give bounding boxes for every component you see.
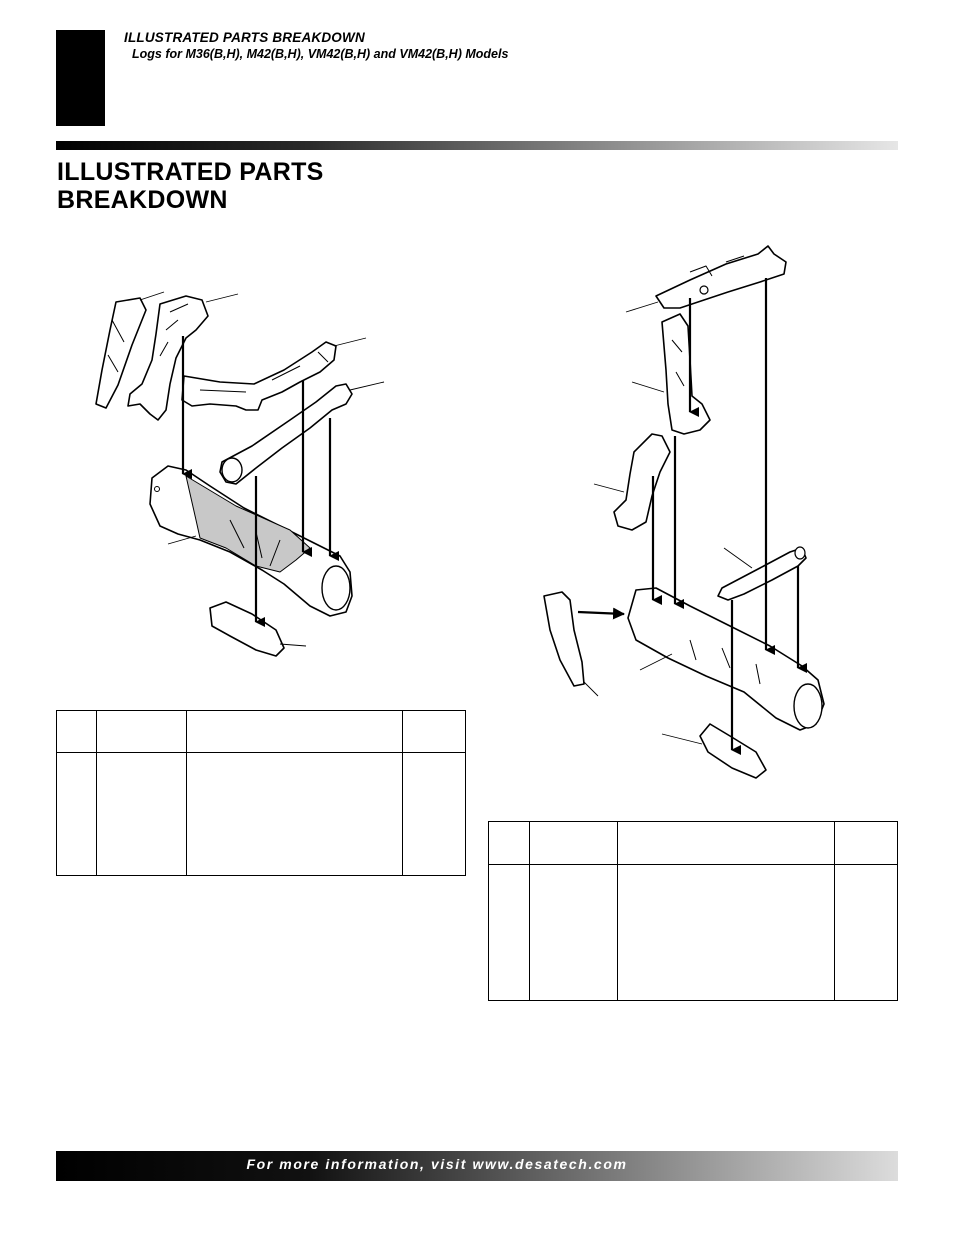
table-right-head-col-3 [616, 821, 836, 865]
footer-bar: For more information, visit www.desatech… [56, 1151, 898, 1181]
table-right-cell-1 [488, 864, 530, 1001]
table-left-head-col-4 [402, 710, 466, 753]
parts-table-right [488, 821, 898, 1001]
log-branch-left [127, 295, 209, 421]
table-left-cell-4 [402, 752, 466, 876]
parts-table-left [56, 710, 466, 876]
log-top-branch [655, 245, 787, 309]
log-diagonal-right [717, 547, 807, 601]
table-left-cell-2 [96, 752, 187, 876]
log-curved-middle [613, 433, 671, 531]
log-small-front [209, 601, 285, 657]
table-right-head-col-1 [488, 821, 530, 865]
table-right-cell-3 [616, 864, 836, 1001]
footer-link-text[interactable]: For more information, visit www.desatech… [246, 1156, 628, 1172]
right-log-diagram [543, 245, 825, 779]
header-section-title: ILLUSTRATED PARTS BREAKDOWN [124, 30, 365, 45]
table-left-head-col-1 [56, 710, 97, 753]
table-left-head-col-2 [96, 710, 187, 753]
log-split-right [543, 591, 585, 687]
log-vertical-top [661, 313, 711, 435]
section-tab-block [56, 30, 105, 126]
table-left-head-col-3 [186, 710, 403, 753]
grate-shaded-area [185, 475, 311, 573]
table-right-head-col-2 [528, 821, 618, 865]
log-split-left [95, 297, 147, 409]
table-right-head-col-4 [834, 821, 898, 865]
log-long-curved [181, 341, 337, 411]
table-right-cell-4 [834, 864, 898, 1001]
header-subtitle: Logs for M36(B,H), M42(B,H), VM42(B,H) a… [132, 47, 509, 61]
table-left-cell-3 [186, 752, 403, 876]
table-right-cell-2 [528, 864, 618, 1001]
page-title-line-1: ILLUSTRATED PARTS [57, 158, 324, 186]
left-log-diagram [95, 291, 385, 657]
header-gradient-rule [56, 141, 898, 150]
table-left-cell-1 [56, 752, 97, 876]
page-title-line-2: BREAKDOWN [57, 186, 228, 214]
page-title: ILLUSTRATED PARTS BREAKDOWN [57, 158, 324, 214]
